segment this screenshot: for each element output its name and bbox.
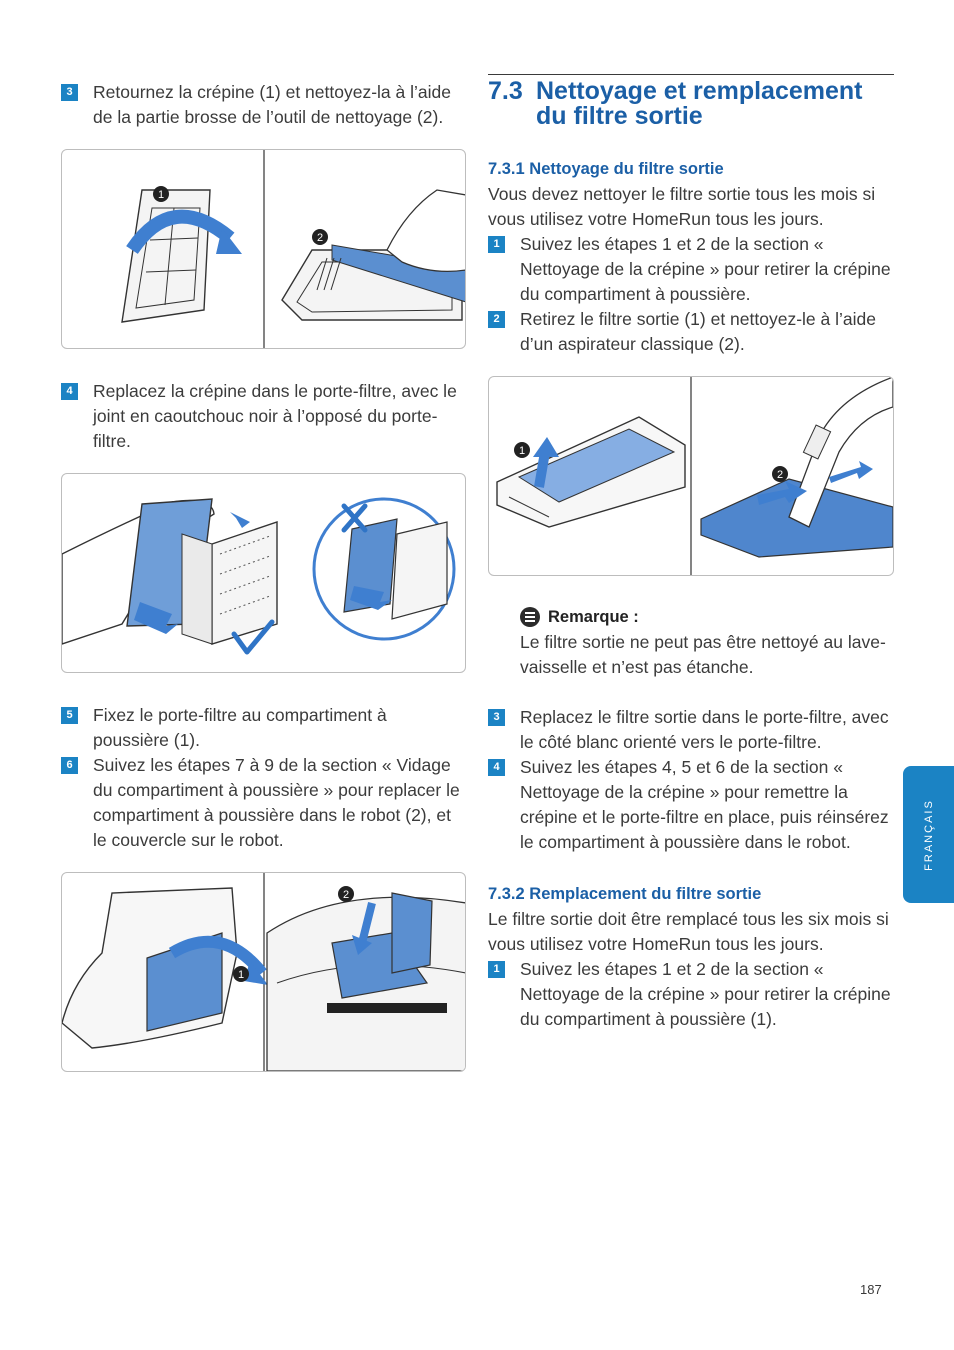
- brush-illustration: [281, 189, 465, 321]
- sub1-step-4: 4 Suivez les étapes 4, 5 et 6 de la sect…: [488, 755, 894, 855]
- page-number: 187: [860, 1282, 882, 1297]
- step-number: 1: [488, 961, 505, 978]
- section-number: 7.3: [488, 77, 523, 105]
- step-number: 1: [488, 236, 505, 253]
- figure-exhaust-filter-clean: 1 2: [488, 376, 894, 576]
- section-heading: 7.3 Nettoyage et remplacement du filtre …: [488, 79, 894, 129]
- step-number: 4: [488, 759, 505, 776]
- step-3: 3 Retournez la crépine (1) et nettoyez-l…: [61, 80, 466, 130]
- language-tab: FRANÇAIS: [903, 766, 954, 903]
- step-number: 2: [488, 311, 505, 328]
- callout-1-label: 1: [238, 969, 244, 981]
- sub1-step-2: 2 Retirez le filtre sortie (1) et nettoy…: [488, 307, 894, 357]
- callout-2: [772, 466, 788, 482]
- note-box: Remarque : Le filtre sortie ne peut pas …: [488, 606, 894, 680]
- step-5: 5 Fixez le porte-filtre au compartiment …: [61, 703, 466, 753]
- step-text: Suivez les étapes 4, 5 et 6 de la sectio…: [520, 757, 889, 852]
- step-number: 5: [61, 707, 78, 724]
- note-icon: [520, 607, 540, 627]
- note-heading: Remarque :: [520, 606, 894, 628]
- step-text: Suivez les étapes 1 et 2 de la section «…: [520, 234, 891, 304]
- callout-1: [233, 966, 249, 982]
- callout-2-label: 2: [317, 232, 323, 244]
- step-text: Suivez les étapes 7 à 9 de la section « …: [93, 755, 460, 850]
- sub2-step-1: 1 Suivez les étapes 1 et 2 de la section…: [488, 957, 894, 1032]
- step-number: 3: [488, 709, 505, 726]
- step-text: Replacez la crépine dans le porte-filtre…: [93, 381, 457, 451]
- filter-holder-illustration: [496, 416, 686, 528]
- checkmark-icon: [231, 619, 275, 655]
- cross-icon: [341, 503, 368, 533]
- robot-illustration: [266, 892, 465, 1071]
- left-column: 3 Retournez la crépine (1) et nettoyez-l…: [61, 80, 466, 1072]
- right-column: 7.3 Nettoyage et remplacement du filtre …: [488, 74, 894, 1032]
- step-number: 6: [61, 757, 78, 774]
- callout-2: [312, 229, 328, 245]
- subsection-heading-2: 7.3.2 Remplacement du filtre sortie: [488, 885, 762, 903]
- subsection-heading-1: 7.3.1 Nettoyage du filtre sortie: [488, 160, 724, 178]
- callout-1-label: 1: [158, 189, 164, 201]
- step-6: 6 Suivez les étapes 7 à 9 de la section …: [61, 753, 466, 853]
- step-text: Retirez le filtre sortie (1) et nettoyez…: [520, 309, 876, 354]
- step-number: 3: [61, 84, 78, 101]
- callout-2-label: 2: [777, 469, 783, 481]
- note-text: Le filtre sortie ne peut pas être nettoy…: [520, 632, 886, 677]
- step-text: Suivez les étapes 1 et 2 de la section «…: [520, 959, 891, 1029]
- step-text: Fixez le porte-filtre au compartiment à …: [93, 705, 387, 750]
- note-title: Remarque :: [548, 608, 639, 626]
- filter-illustration: [126, 498, 278, 645]
- section-title: Nettoyage et remplacement du filtre sort…: [536, 77, 863, 130]
- subsection-intro-1: Vous devez nettoyer le filtre sortie tou…: [488, 184, 876, 229]
- figure-strainer-replace: [61, 473, 466, 673]
- step-text: Replacez le filtre sortie dans le porte-…: [520, 707, 889, 752]
- callout-1: [153, 186, 169, 202]
- figure-strainer-cleaning: 1 2: [61, 149, 466, 349]
- section-divider: [488, 74, 894, 75]
- step-4: 4 Replacez la crépine dans le porte-filt…: [61, 379, 466, 454]
- language-tab-label: FRANÇAIS: [922, 798, 935, 871]
- sub1-step-1: 1 Suivez les étapes 1 et 2 de la section…: [488, 232, 894, 307]
- strainer-illustration: [121, 189, 242, 323]
- subsection-intro-2: Le filtre sortie doit être remplacé tous…: [488, 909, 889, 954]
- step-text: Retournez la crépine (1) et nettoyez-la …: [93, 82, 451, 127]
- callout-1: [514, 442, 530, 458]
- callout-2: [338, 886, 354, 902]
- figure-reattach-holder: 1 2: [61, 872, 466, 1072]
- callout-1-label: 1: [519, 445, 525, 457]
- step-number: 4: [61, 383, 78, 400]
- sub1-step-3: 3 Replacez le filtre sortie dans le port…: [488, 705, 894, 755]
- vacuum-nozzle-illustration: [700, 377, 893, 558]
- wrong-inset: [312, 497, 456, 641]
- callout-2-label: 2: [343, 889, 349, 901]
- dust-compartment-illustration: [62, 887, 268, 1049]
